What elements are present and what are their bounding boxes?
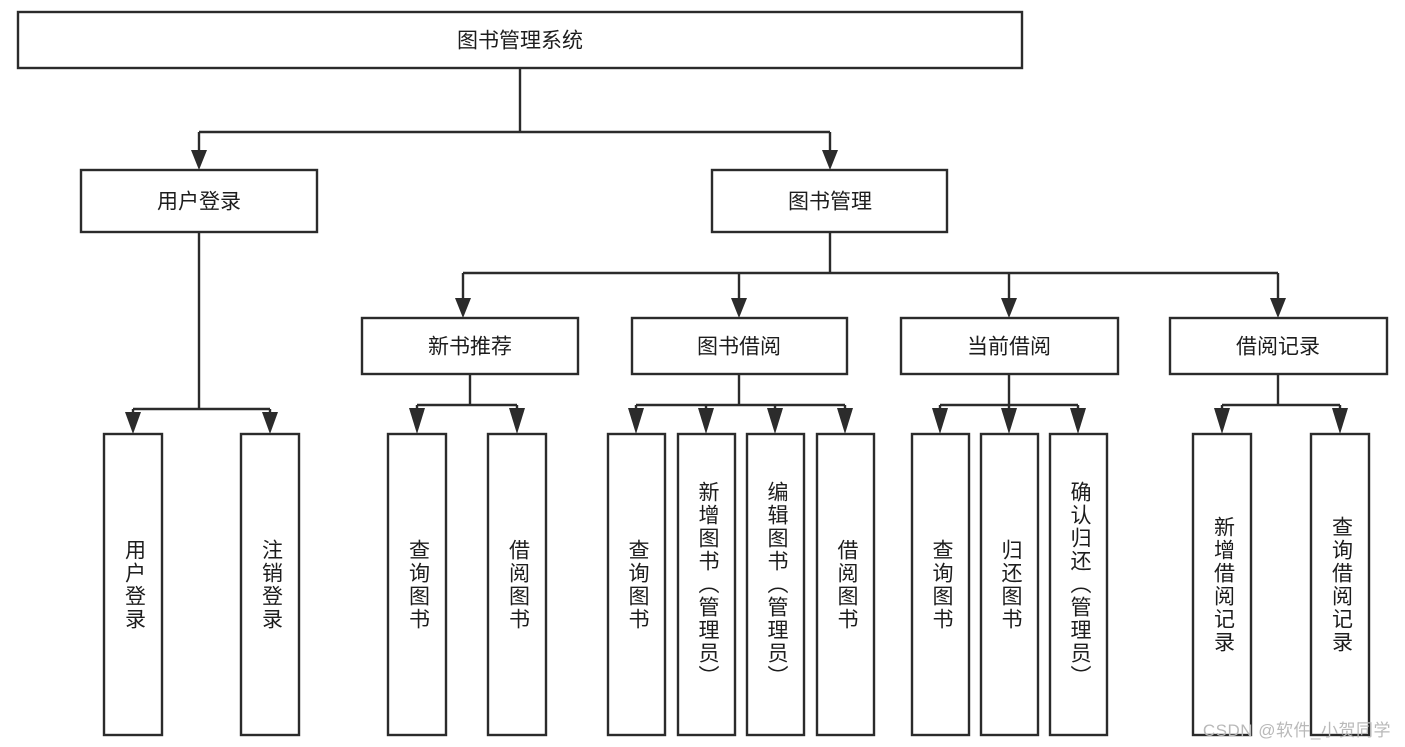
node-new-book-rec-label: 新书推荐 xyxy=(428,336,512,359)
leaf-boxes-group xyxy=(102,432,1371,737)
leaf-box-query-book-2[interactable] xyxy=(606,432,667,737)
node-current-borrow-label: 当前借阅 xyxy=(967,336,1051,359)
node-root[interactable]: 图书管理系统 xyxy=(16,10,1024,70)
connector-group-root xyxy=(191,68,838,170)
arrow-head-new-book-rec xyxy=(455,298,471,318)
arrow-head-leaf-edit-book xyxy=(767,408,783,434)
leaf-box-edit-book[interactable] xyxy=(745,432,806,737)
node-root-label: 图书管理系统 xyxy=(457,30,583,53)
arrow-head-book-borrow xyxy=(731,298,747,318)
arrow-head-leaf-query-book-2 xyxy=(628,408,644,434)
leaf-box-logout[interactable] xyxy=(239,432,301,737)
node-book-borrow[interactable]: 图书借阅 xyxy=(630,316,849,376)
arrow-head-leaf-query-book-1 xyxy=(409,408,425,434)
leaf-box-query-book-1[interactable] xyxy=(386,432,448,737)
node-book-borrow-label: 图书借阅 xyxy=(697,336,781,359)
node-borrow-record-label: 借阅记录 xyxy=(1236,336,1320,359)
arrow-head-leaf-confirm-return xyxy=(1070,408,1086,434)
node-user-login[interactable]: 用户登录 xyxy=(79,168,319,234)
connector-group-user-login xyxy=(125,232,278,434)
leaf-box-query-book-3[interactable] xyxy=(910,432,971,737)
arrow-head-leaf-query-record xyxy=(1332,408,1348,434)
connector-group-borrow-record xyxy=(1214,374,1348,434)
arrow-head-current-borrow xyxy=(1001,298,1017,318)
node-borrow-record[interactable]: 借阅记录 xyxy=(1168,316,1389,376)
leaf-box-confirm-return[interactable] xyxy=(1048,432,1109,737)
leaf-box-add-record[interactable] xyxy=(1191,432,1253,737)
arrow-head-leaf-return-book xyxy=(1001,408,1017,434)
arrow-head-leaf-borrow-book-2 xyxy=(837,408,853,434)
arrow-head-leaf-add-book xyxy=(698,408,714,434)
arrow-head-leaf-logout xyxy=(262,412,278,434)
arrow-head-book-manage xyxy=(822,150,838,170)
leaf-box-return-book[interactable] xyxy=(979,432,1040,737)
connector-group-book-manage xyxy=(455,232,1286,318)
leaf-box-add-book[interactable] xyxy=(676,432,737,737)
connector-group-new-book-rec xyxy=(409,374,525,434)
leaf-box-query-record[interactable] xyxy=(1309,432,1371,737)
arrow-head-leaf-query-book-3 xyxy=(932,408,948,434)
arrow-head-leaf-user-login xyxy=(125,412,141,434)
node-current-borrow-box[interactable] xyxy=(899,316,1120,376)
node-book-manage[interactable]: 图书管理 xyxy=(710,168,949,234)
node-current-borrow[interactable]: 当前借阅 xyxy=(899,316,1120,376)
node-new-book-rec-box[interactable] xyxy=(360,316,580,376)
csdn-watermark: CSDN @软件_小贺同学 xyxy=(1202,721,1391,740)
node-book-borrow-box[interactable] xyxy=(630,316,849,376)
leaf-box-borrow-book-2[interactable] xyxy=(815,432,876,737)
connector-group-current-borrow xyxy=(932,374,1086,434)
arrow-head-user-login xyxy=(191,150,207,170)
node-user-login-label: 用户登录 xyxy=(157,191,241,214)
node-book-manage-label: 图书管理 xyxy=(788,191,872,214)
arrow-head-leaf-borrow-book-1 xyxy=(509,408,525,434)
leaf-box-borrow-book-1[interactable] xyxy=(486,432,548,737)
node-user-login-box[interactable] xyxy=(79,168,319,234)
node-borrow-record-box[interactable] xyxy=(1168,316,1389,376)
arrow-head-leaf-add-record xyxy=(1214,408,1230,434)
arrow-head-borrow-record xyxy=(1270,298,1286,318)
leaf-box-user-login[interactable] xyxy=(102,432,164,737)
connector-group-book-borrow xyxy=(628,374,853,434)
node-book-manage-box[interactable] xyxy=(710,168,949,234)
node-new-book-rec[interactable]: 新书推荐 xyxy=(360,316,580,376)
node-root-box[interactable] xyxy=(16,10,1024,70)
